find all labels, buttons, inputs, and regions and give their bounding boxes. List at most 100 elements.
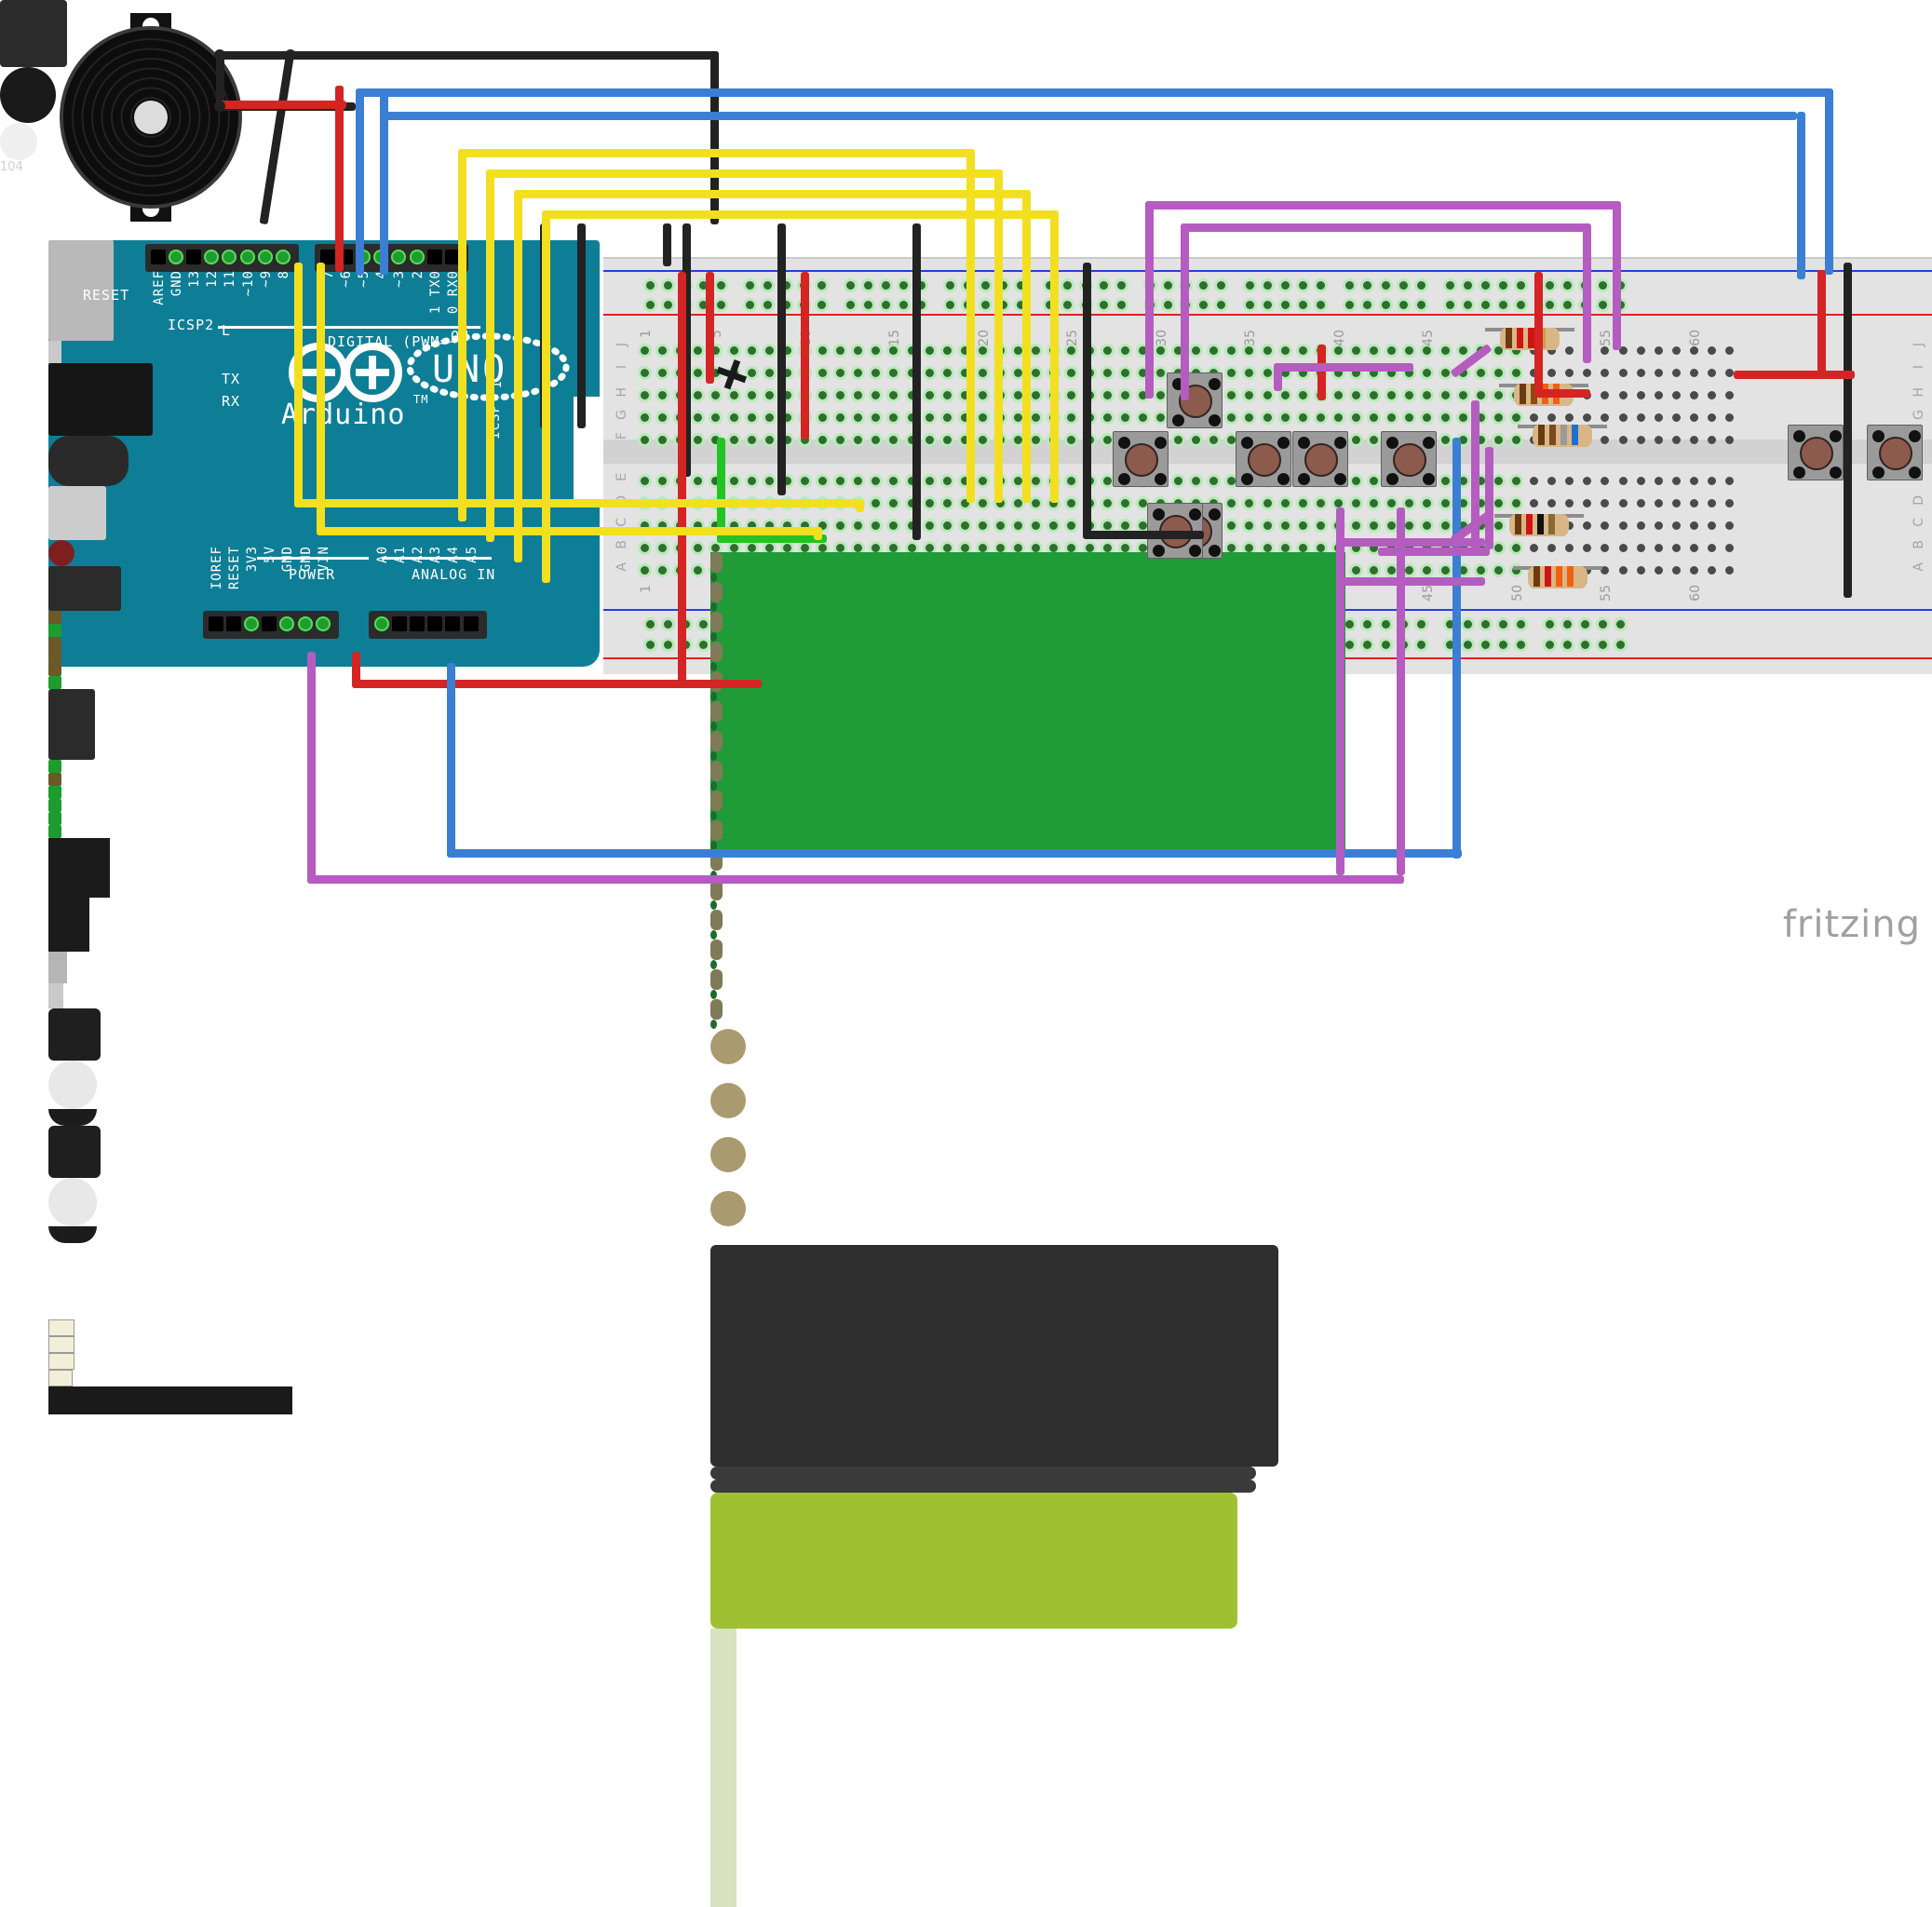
breadboard-hole[interactable]	[1530, 346, 1538, 355]
breadboard-hole[interactable]	[1192, 477, 1201, 485]
breadboard-hole[interactable]	[1636, 391, 1645, 399]
breadboard-hole[interactable]	[1511, 413, 1520, 422]
breadboard-hole[interactable]	[1405, 413, 1414, 422]
breadboard-hole[interactable]	[907, 346, 916, 355]
wire-yellow-riser-3[interactable]	[542, 210, 550, 583]
breadboard-hole[interactable]	[1370, 369, 1379, 377]
breadboard-hole[interactable]	[1280, 369, 1290, 377]
breadboard-hole[interactable]	[889, 369, 898, 377]
breadboard-hole[interactable]	[978, 391, 987, 399]
breadboard-hole[interactable]	[1689, 499, 1698, 507]
pushbutton-pin[interactable]	[1241, 473, 1253, 485]
breadboard-hole[interactable]	[1316, 544, 1325, 552]
breadboard-hole[interactable]	[1601, 413, 1610, 422]
breadboard-hole[interactable]	[1493, 544, 1503, 552]
breadboard-hole[interactable]	[960, 346, 969, 355]
breadboard-hole[interactable]	[1423, 369, 1432, 377]
breadboard-hole[interactable]	[818, 544, 827, 552]
wire-purple-mid-run[interactable]	[1274, 363, 1413, 372]
breadboard-hole[interactable]	[1423, 346, 1432, 355]
breadboard-hole[interactable]	[1298, 413, 1307, 422]
breadboard-hole[interactable]	[1476, 391, 1485, 399]
breadboard-rail-hole[interactable]	[1116, 301, 1126, 309]
power-pin-5V[interactable]	[262, 616, 277, 631]
breadboard-rail-hole[interactable]	[1445, 281, 1454, 290]
breadboard-hole[interactable]	[1014, 499, 1023, 507]
breadboard-rail-hole[interactable]	[1345, 641, 1355, 649]
lcd-pin-hole[interactable]	[710, 751, 717, 761]
breadboard-hole[interactable]	[1227, 436, 1236, 444]
breadboard-hole[interactable]	[836, 369, 845, 377]
lcd-pin[interactable]	[710, 612, 723, 632]
breadboard-hole[interactable]	[729, 521, 738, 530]
breadboard-rail-hole[interactable]	[863, 301, 872, 309]
icsp2-pin[interactable]	[48, 676, 61, 689]
breadboard-rail-hole[interactable]	[1480, 281, 1490, 290]
breadboard-hole[interactable]	[1511, 544, 1520, 552]
breadboard-rail-hole[interactable]	[1546, 301, 1555, 309]
breadboard-hole[interactable]	[1458, 369, 1467, 377]
breadboard-hole[interactable]	[782, 413, 791, 422]
wire-gnd-bb-1[interactable]	[663, 223, 671, 266]
wire-red-far-right[interactable]	[1817, 270, 1826, 372]
breadboard-hole[interactable]	[1333, 346, 1343, 355]
breadboard-hole[interactable]	[871, 544, 881, 552]
breadboard-hole[interactable]	[1423, 521, 1432, 530]
breadboard-hole[interactable]	[818, 477, 827, 485]
wire-yellow-run-0[interactable]	[458, 149, 975, 157]
pushbutton-pin[interactable]	[1793, 467, 1805, 479]
breadboard-hole[interactable]	[1636, 436, 1645, 444]
breadboard-hole[interactable]	[1423, 499, 1432, 507]
analog-pin-A5[interactable]	[463, 616, 479, 631]
breadboard-hole[interactable]	[1280, 413, 1290, 422]
breadboard-hole[interactable]	[836, 346, 845, 355]
breadboard-hole[interactable]	[1511, 499, 1520, 507]
pushbutton-pin[interactable]	[1189, 508, 1201, 521]
breadboard-hole[interactable]	[1708, 499, 1716, 507]
breadboard-hole[interactable]	[978, 521, 987, 530]
breadboard-hole[interactable]	[1708, 369, 1716, 377]
pushbutton-pin[interactable]	[1277, 437, 1290, 449]
lcd-pin-hole[interactable]	[710, 930, 717, 940]
breadboard-hole[interactable]	[818, 521, 827, 530]
wire-black-bottom-run[interactable]	[1083, 531, 1204, 539]
breadboard-hole[interactable]	[854, 477, 863, 485]
breadboard-hole[interactable]	[800, 436, 809, 444]
breadboard-hole[interactable]	[1601, 544, 1610, 552]
breadboard-hole[interactable]	[641, 346, 649, 355]
breadboard-hole[interactable]	[1671, 369, 1681, 377]
icsp-pin[interactable]	[48, 812, 61, 825]
breadboard-hole[interactable]	[1458, 499, 1467, 507]
lcd-pin-hole[interactable]	[710, 1020, 717, 1029]
lcd-pin[interactable]	[710, 642, 723, 662]
breadboard-hole[interactable]	[1530, 369, 1538, 377]
breadboard-hole[interactable]	[1049, 521, 1059, 530]
breadboard-rail-hole[interactable]	[717, 281, 726, 290]
pushbutton-pin[interactable]	[1209, 414, 1221, 426]
breadboard-hole[interactable]	[1370, 566, 1379, 575]
breadboard-hole[interactable]	[694, 391, 703, 399]
breadboard-hole[interactable]	[1547, 413, 1557, 422]
breadboard-rail-hole[interactable]	[781, 301, 790, 309]
breadboard-hole[interactable]	[1689, 413, 1698, 422]
breadboard-hole[interactable]	[1458, 436, 1467, 444]
breadboard-hole[interactable]	[1671, 436, 1681, 444]
breadboard-rail-hole[interactable]	[1463, 281, 1472, 290]
lcd-pin[interactable]	[710, 910, 723, 930]
wire-purple-right-link[interactable]	[1378, 548, 1490, 556]
breadboard-hole[interactable]	[871, 499, 881, 507]
breadboard-hole[interactable]	[1067, 544, 1076, 552]
breadboard-hole[interactable]	[1671, 544, 1681, 552]
breadboard-hole[interactable]	[925, 544, 934, 552]
breadboard-hole[interactable]	[1370, 544, 1379, 552]
breadboard-hole[interactable]	[641, 436, 649, 444]
breadboard-hole[interactable]	[1405, 346, 1414, 355]
breadboard-hole[interactable]	[1316, 499, 1325, 507]
wire-black-long[interactable]	[682, 223, 691, 477]
wire-red-res-link[interactable]	[1317, 345, 1326, 400]
breadboard-rail-hole[interactable]	[646, 281, 655, 290]
breadboard-hole[interactable]	[1014, 477, 1023, 485]
breadboard-hole[interactable]	[1618, 566, 1628, 575]
breadboard-hole[interactable]	[889, 477, 898, 485]
breadboard-hole[interactable]	[854, 436, 863, 444]
